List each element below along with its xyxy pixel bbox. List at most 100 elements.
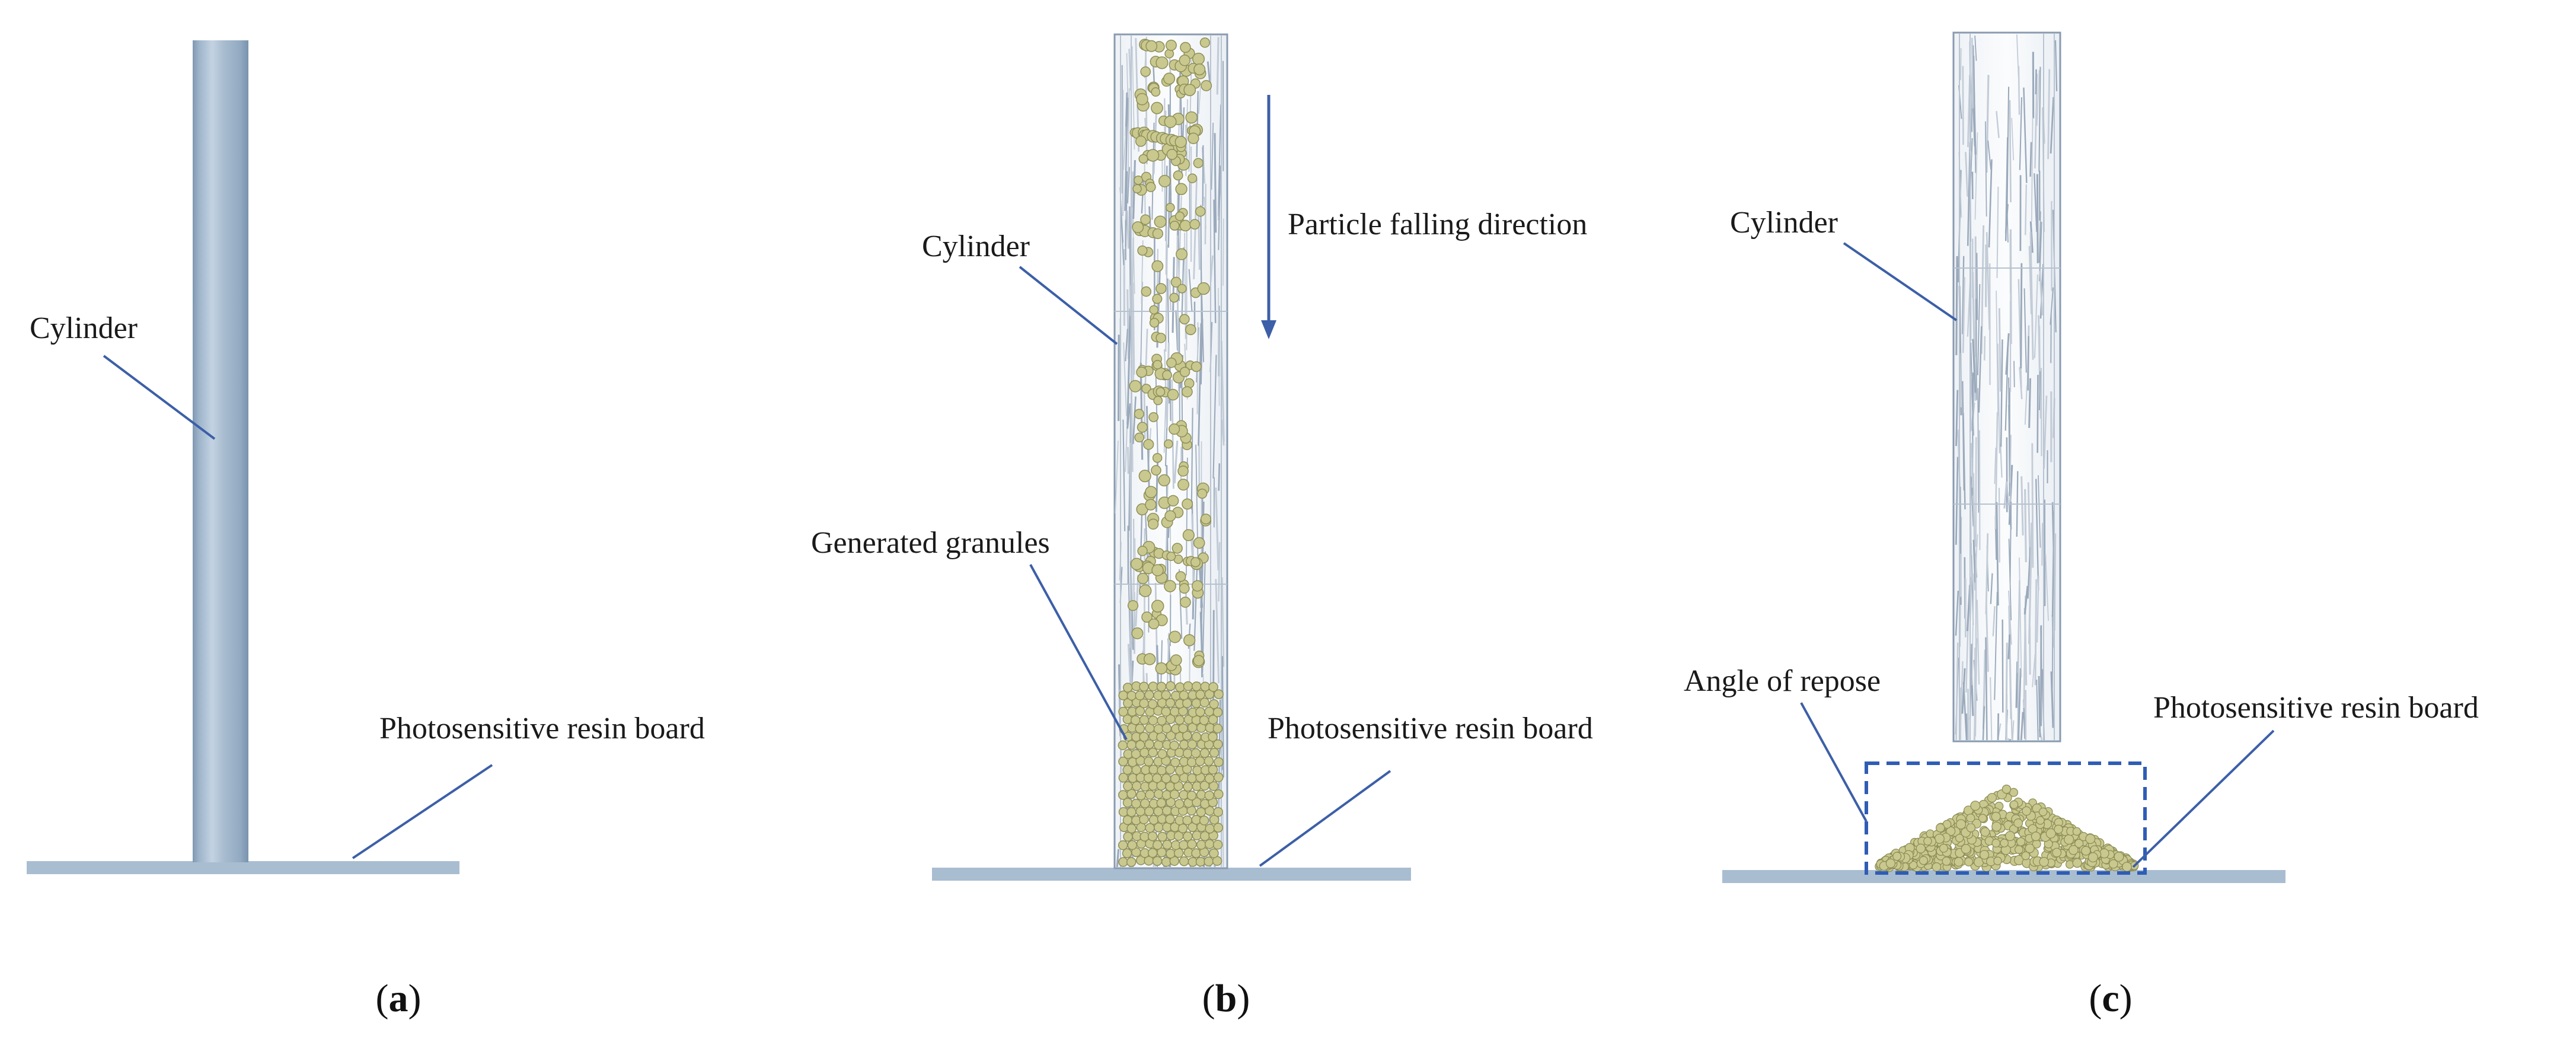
mesh-line [1213,199,1217,323]
column-granule [1162,840,1172,850]
falling-granule [1137,245,1148,256]
mesh-line [1202,145,1204,206]
falling-granule [1169,292,1179,303]
column-granule [1139,681,1149,692]
column-granule [1208,682,1218,692]
falling-granule [1151,101,1163,114]
mesh-line [2039,270,2044,316]
panel-b: Particle falling direction Cylinder Gene… [811,33,1593,1020]
mesh-line [1971,439,1974,488]
mesh-line [2029,221,2034,253]
column-granule [1191,681,1202,692]
heap-granule [2072,827,2082,836]
falling-granule [1179,367,1190,377]
mesh-line [1122,419,1126,531]
column-granule [1179,856,1189,866]
falling-granule [1165,39,1177,51]
column-granule [1208,781,1219,791]
column-granule [1147,699,1158,709]
heap-granule [1979,850,1990,860]
falling-granule [1190,361,1202,372]
mesh-line [1165,227,1167,275]
heap-granule [2009,800,2019,810]
falling-granule [1175,183,1188,195]
column-granule [1152,856,1163,866]
column-granule [1187,739,1198,750]
heap-granule [2002,785,2012,794]
mesh-line [2047,69,2051,160]
heap-granule [1991,821,2002,832]
mesh-line [1955,591,1959,636]
falling-granule [1135,135,1147,147]
column-granule [1177,823,1188,834]
column-granule [1122,764,1133,775]
mesh-line [1198,87,1201,114]
column-granule [1118,773,1129,783]
mesh-line [2019,367,2023,400]
column-granule [1148,715,1158,726]
falling-granule [1158,174,1171,187]
label-board-a: Photosensitive resin board [379,712,705,745]
mesh-line [1985,637,1988,741]
mesh-line [2034,579,2038,686]
column-granule [1170,773,1180,784]
column-granule [1135,706,1145,716]
label-cylinder-a: Cylinder [30,311,138,345]
column-granule [1212,840,1223,850]
mesh-line [2043,396,2048,469]
heap-granule [2013,818,2023,828]
mesh-line [1124,97,1129,211]
mesh-line [2011,117,2015,161]
column-granule [1209,814,1220,825]
column-granule [1204,756,1214,766]
column-granule [1166,681,1176,692]
mesh-line [1145,406,1151,502]
mesh-line [1994,591,1998,700]
mesh-line [1994,412,1999,530]
mesh-line [2018,668,2022,741]
column-granule [1165,698,1176,708]
mesh-line [2027,547,2031,599]
falling-particles [1127,37,1212,675]
mesh-line [1211,122,1214,190]
falling-granule [1164,439,1173,449]
falling-granule [1177,466,1189,477]
mesh-line [1218,165,1221,250]
mesh-line [1962,66,1964,145]
falling-granule [1153,359,1163,369]
falling-granule [1167,388,1179,401]
mesh-line [2034,173,2038,232]
mesh-line [2018,279,2022,389]
mesh-line [2007,634,2011,659]
heap-granule [1923,837,1932,846]
leader-cylinder-b [1019,266,1118,345]
heap-granule [1892,852,1902,861]
falling-granule [1132,221,1144,234]
heap-granule [2005,831,2015,842]
heap-granule [2074,839,2084,848]
heap-granule [1908,861,1918,869]
column-granule [1186,757,1197,767]
mesh-line [2025,184,2027,235]
falling-granule [1137,546,1148,556]
column-granule [1195,690,1205,700]
heap-granule [1939,843,1948,853]
falling-granule [1145,486,1157,499]
column-granule [1152,773,1162,783]
heap-granule [1991,839,2001,848]
mesh-line [2027,336,2030,391]
column-granule [1199,715,1209,725]
mesh-line [2020,263,2023,369]
column-granule [1209,699,1219,709]
falling-granule [1164,579,1176,592]
heap-granule [2038,807,2048,817]
column-granule [1126,690,1137,701]
heap-granule [1955,819,1967,830]
falling-granule [1179,219,1192,232]
mesh-line [1987,140,1991,170]
falling-granule [1190,557,1201,568]
mesh-line [1216,37,1220,95]
column-granule [1122,848,1132,859]
heap-granule [2087,852,2098,863]
caption-a: (a) [376,977,422,1020]
